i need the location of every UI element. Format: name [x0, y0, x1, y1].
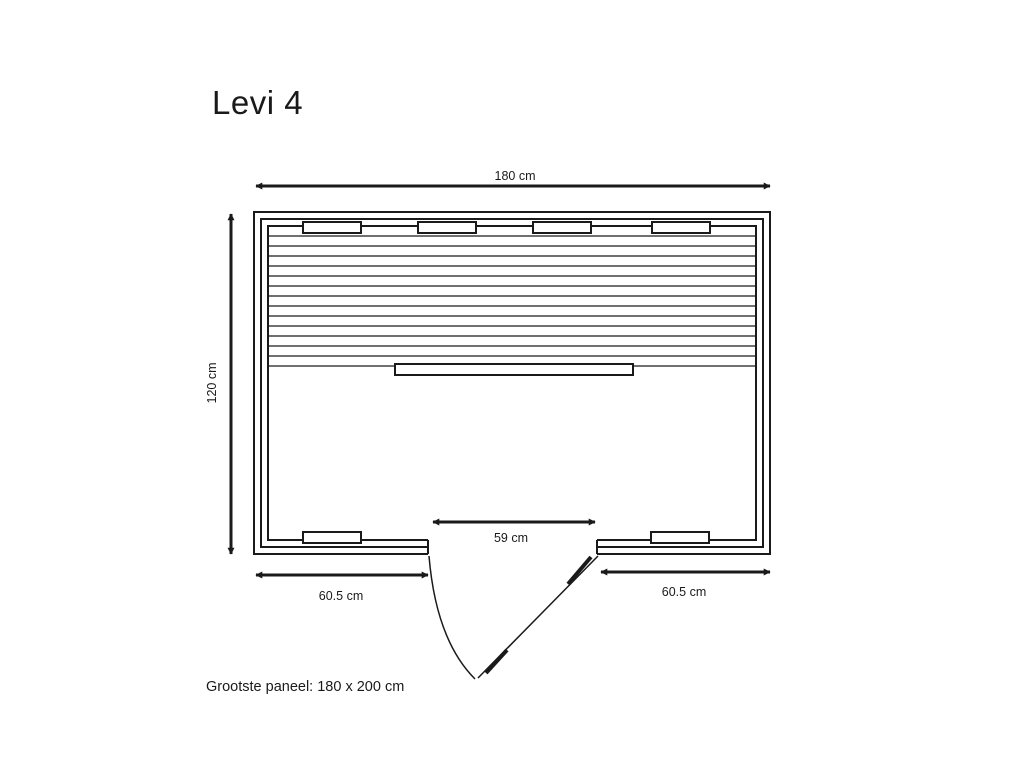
left-wall-label: 60.5 cm — [319, 589, 363, 603]
door-handle — [484, 648, 509, 675]
heater-panel — [302, 531, 362, 544]
heater-panel — [650, 531, 710, 544]
depth-label: 120 cm — [205, 363, 219, 404]
width-label: 180 cm — [495, 169, 536, 183]
floor-heater-panel — [394, 363, 634, 376]
largest-panel-note: Grootste paneel: 180 x 200 cm — [206, 679, 405, 695]
door-label: 59 cm — [494, 531, 528, 545]
outer-walls — [253, 211, 771, 555]
diagram-title: Levi 4 — [212, 84, 304, 121]
heater-panels — [302, 221, 711, 544]
heater-panel — [302, 221, 362, 234]
heater-panel — [651, 221, 711, 234]
door-swing-arc — [428, 555, 476, 680]
heater-panel — [532, 221, 592, 234]
heater-panel — [417, 221, 477, 234]
right-wall-label: 60.5 cm — [662, 585, 706, 599]
door — [428, 555, 599, 680]
door-handle — [566, 555, 593, 586]
dimension-lines — [227, 182, 771, 579]
bench-slats — [268, 235, 756, 367]
